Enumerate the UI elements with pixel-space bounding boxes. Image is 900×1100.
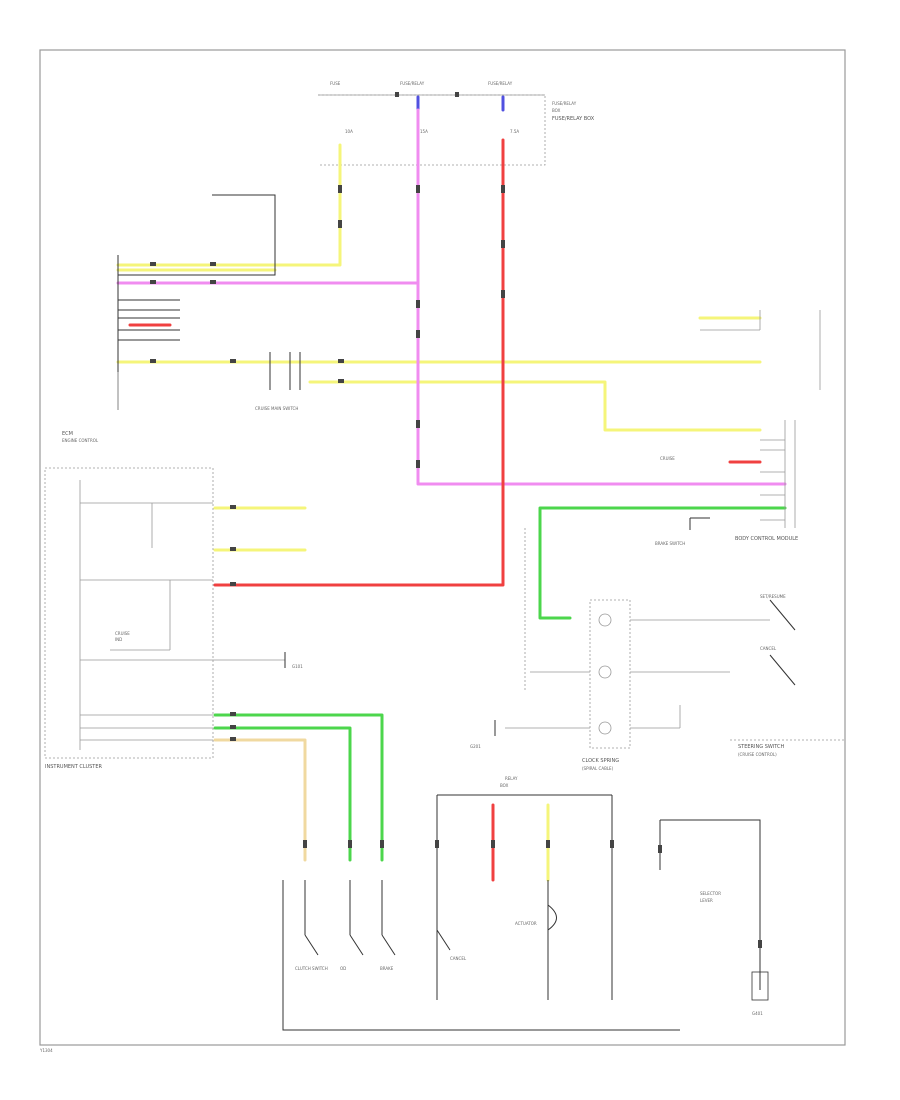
- wire-yellow-top: [116, 143, 342, 267]
- svg-text:G401: G401: [752, 1011, 763, 1016]
- svg-text:CLUTCH SWITCH: CLUTCH SWITCH: [295, 966, 328, 971]
- svg-text:FUSE/RELAY: FUSE/RELAY: [400, 81, 425, 86]
- svg-text:FUSE/RELAY: FUSE/RELAY: [552, 101, 577, 106]
- svg-text:FUSE/RELAY: FUSE/RELAY: [488, 81, 513, 86]
- steering-switch-label: STEERING SWITCH: [738, 744, 785, 750]
- wire-green-ic-2: [213, 726, 352, 862]
- steering-switch: SET/RESUME CANCEL STEERING SWITCH (CRUIS…: [524, 528, 845, 757]
- wire-magenta-main: [416, 108, 787, 486]
- svg-text:G101: G101: [292, 664, 303, 669]
- svg-text:(SPIRAL CABLE): (SPIRAL CABLE): [582, 766, 614, 771]
- svg-text:ENGINE CONTROL: ENGINE CONTROL: [62, 438, 99, 443]
- bcm-label: BODY CONTROL MODULE: [735, 536, 798, 542]
- footer-code: Y1304: [39, 1048, 53, 1053]
- wire-red-main: [213, 138, 505, 587]
- svg-text:10A: 10A: [345, 129, 353, 134]
- svg-text:ACTUATOR: ACTUATOR: [515, 921, 537, 926]
- top-fuse-box: FUSE FUSE/RELAY FUSE/RELAY FUSE/RELAY BO…: [318, 81, 595, 166]
- svg-text:BOX: BOX: [500, 783, 509, 788]
- wire-yellow-ic: [213, 506, 307, 552]
- bcm-connector: BODY CONTROL MODULE CRUISE: [660, 420, 798, 542]
- bottom-switch-group: RELAY BOX CLUTCH SWITCH OD BRAKE CANCEL …: [282, 776, 680, 1031]
- svg-text:7.5A: 7.5A: [510, 129, 519, 134]
- diagram-frame: [39, 49, 846, 1046]
- ecm-label: ECM: [62, 431, 73, 437]
- svg-text:15A: 15A: [420, 129, 428, 134]
- wire-green-ic-1: [213, 713, 384, 862]
- svg-text:CANCEL: CANCEL: [450, 956, 467, 961]
- fuse-box-label: FUSE/RELAY BOX: [552, 116, 595, 122]
- svg-text:CANCEL: CANCEL: [760, 646, 777, 651]
- svg-text:FUSE: FUSE: [330, 81, 341, 86]
- ground-g201: G201: [470, 720, 496, 749]
- svg-text:RELAY: RELAY: [505, 776, 518, 781]
- svg-text:BRAKE: BRAKE: [380, 966, 394, 971]
- svg-text:OD: OD: [340, 966, 346, 971]
- svg-text:LEVER: LEVER: [700, 898, 713, 903]
- left-bus-pins: [150, 262, 344, 741]
- svg-text:BRAKE SWITCH: BRAKE SWITCH: [655, 541, 685, 546]
- svg-text:G201: G201: [470, 744, 481, 749]
- wire-tan-ic: [213, 738, 307, 862]
- cruise-main-switch: CRUISE MAIN SWITCH: [255, 352, 301, 411]
- svg-text:CRUISE MAIN SWITCH: CRUISE MAIN SWITCH: [255, 406, 298, 411]
- wire-ticks: [303, 185, 762, 948]
- svg-text:CRUISE: CRUISE: [115, 631, 130, 636]
- clock-spring-label: CLOCK SPRING: [582, 758, 619, 764]
- brake-switch: BRAKE SWITCH: [655, 517, 710, 546]
- instrument-cluster-label: INSTRUMENT CLUSTER: [45, 764, 103, 770]
- svg-text:SET/RESUME: SET/RESUME: [760, 594, 786, 599]
- svg-text:BOX: BOX: [552, 108, 561, 113]
- wire-yellow-branch: [308, 380, 762, 432]
- ground-g401: SELECTOR LEVER G401: [659, 819, 769, 1016]
- clock-spring: CLOCK SPRING (SPIRAL CABLE): [505, 599, 770, 771]
- instrument-cluster: INSTRUMENT CLUSTER CRUISE IND: [44, 467, 285, 770]
- svg-text:SELECTOR: SELECTOR: [700, 891, 721, 896]
- svg-text:CRUISE: CRUISE: [660, 456, 675, 461]
- ground-g101: G101: [284, 652, 303, 669]
- wire-green-right: [538, 506, 787, 620]
- svg-text:IND: IND: [115, 637, 122, 642]
- svg-text:(CRUISE CONTROL): (CRUISE CONTROL): [738, 752, 777, 757]
